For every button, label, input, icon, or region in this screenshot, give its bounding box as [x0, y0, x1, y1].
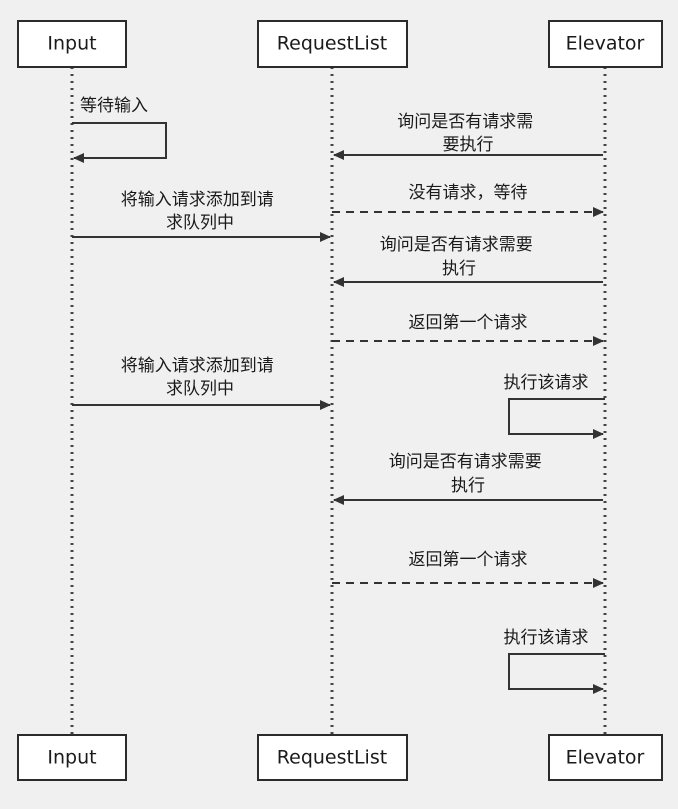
message-2-label: 没有请求，等待 [409, 183, 528, 203]
message-8: 询问是否有请求需要 执行 [333, 452, 603, 505]
message-3: 将输入请求添加到请 求队列中 [72, 190, 331, 242]
message-8-label: 询问是否有请求需要 执行 [389, 452, 547, 496]
message-1: 询问是否有请求需 要执行 [333, 112, 603, 160]
participant-elevator-top-label: Elevator [566, 33, 645, 55]
participant-input-top: Input [17, 20, 127, 68]
message-10: 执行该请求 [504, 628, 605, 694]
message-7-label: 执行该请求 [504, 373, 589, 393]
message-5-label: 返回第一个请求 [409, 313, 528, 333]
participant-input-bottom-label: Input [47, 747, 96, 769]
message-6: 将输入请求添加到请 求队列中 [72, 356, 331, 410]
message-0: 等待输入 [72, 96, 167, 163]
message-4: 询问是否有请求需要 执行 [333, 235, 603, 287]
message-0-label: 等待输入 [80, 96, 148, 116]
participant-elevator-bottom-label: Elevator [566, 747, 645, 769]
participant-requestlist-bottom: RequestList [257, 734, 408, 781]
message-3-label: 将输入请求添加到请 求队列中 [121, 190, 279, 233]
message-1-label: 询问是否有请求需 要执行 [397, 112, 538, 155]
participant-requestlist-bottom-label: RequestList [277, 747, 387, 769]
message-9: 返回第一个请求 [332, 550, 604, 588]
participant-input-bottom: Input [17, 734, 127, 781]
participant-input-top-label: Input [47, 33, 96, 55]
message-2: 没有请求，等待 [332, 183, 604, 217]
participant-requestlist-top-label: RequestList [277, 33, 387, 55]
message-4-label: 询问是否有请求需要 执行 [380, 235, 538, 279]
participant-elevator-top: Elevator [548, 20, 663, 68]
message-5: 返回第一个请求 [332, 313, 604, 346]
message-9-label: 返回第一个请求 [409, 550, 528, 570]
participant-elevator-bottom: Elevator [548, 734, 663, 781]
message-10-label: 执行该请求 [504, 628, 589, 648]
message-7: 执行该请求 [504, 373, 605, 439]
message-6-label: 将输入请求添加到请 求队列中 [121, 356, 279, 399]
participant-requestlist-top: RequestList [257, 20, 408, 68]
